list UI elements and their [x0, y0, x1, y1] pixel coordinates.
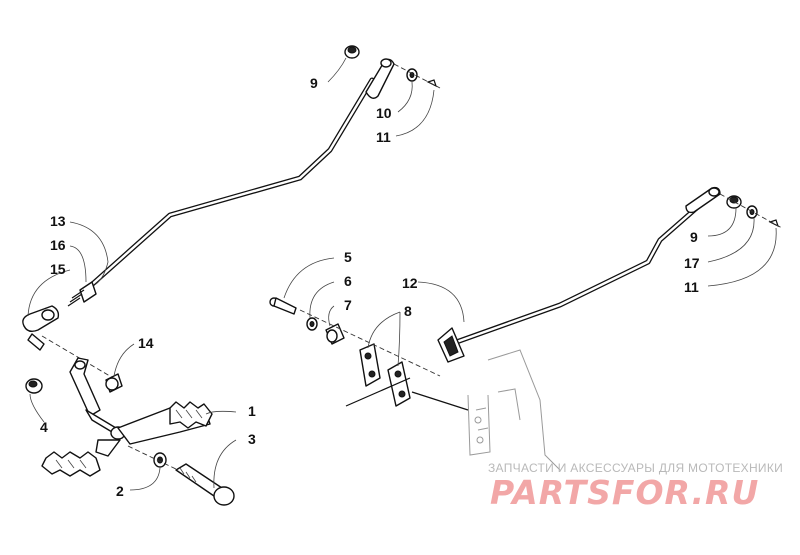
- watermark: ЗАПЧАСТИ И АКСЕССУАРЫ ДЛЯ МОТОТЕХНИКИ PA…: [488, 461, 783, 512]
- callout-7: 7: [344, 297, 352, 313]
- part-3-pivot-bolt: [175, 463, 235, 506]
- callout-15: 15: [50, 261, 66, 277]
- callouts: 9 10 11 13 16 15 14 4 1 3 2 5 6 7 8 12 9…: [40, 75, 700, 499]
- axis-line-right: [719, 193, 783, 229]
- part-14-bushing: [105, 373, 123, 393]
- left-shift-rod: [85, 77, 375, 291]
- part-4-bushing: [25, 378, 43, 394]
- part-2-washer: [153, 452, 167, 468]
- axis-line-frame: [411, 391, 469, 411]
- callout-1: 1: [248, 403, 256, 419]
- callout-8: 8: [404, 303, 412, 319]
- right-upper-rod-end: [685, 186, 721, 214]
- part-1-shift-lever: [41, 357, 213, 477]
- callout-6: 6: [344, 273, 352, 289]
- part-11-cotter-pin-upper: [426, 79, 438, 88]
- callout-9-right: 9: [690, 229, 698, 245]
- callout-11-right: 11: [684, 279, 699, 295]
- part-9-nut-upper: [344, 45, 360, 59]
- callout-4: 4: [40, 419, 48, 435]
- callout-16: 16: [50, 237, 66, 253]
- part-6-washer: [306, 317, 318, 331]
- part-15-ball-joint: [22, 305, 60, 351]
- callout-2: 2: [116, 483, 124, 499]
- part-5-bolt: [269, 297, 297, 315]
- callout-13: 13: [50, 213, 66, 229]
- callout-3: 3: [248, 431, 256, 447]
- part-11-cotter-pin-right: [768, 219, 780, 228]
- leader-lines: [27, 57, 777, 491]
- part-7-spacer: [325, 323, 345, 345]
- callout-9-upper: 9: [310, 75, 318, 91]
- part-16-adjuster: [67, 281, 97, 307]
- axis-line-mid: [299, 309, 441, 377]
- watermark-subtitle: ЗАПЧАСТИ И АКСЕССУАРЫ ДЛЯ МОТОТЕХНИКИ: [488, 461, 783, 475]
- axis-line-bolt: [127, 445, 179, 471]
- callout-12: 12: [402, 275, 418, 291]
- frame-outline: [467, 349, 561, 471]
- part-8-link-plate-a: [359, 343, 381, 387]
- left-upper-rod-end: [365, 58, 395, 99]
- watermark-logo: PARTSFOR.RU: [490, 473, 759, 512]
- axis-line-upper: [393, 63, 441, 89]
- callout-14: 14: [138, 335, 154, 351]
- callout-10: 10: [376, 105, 392, 121]
- axis-line-left: [41, 335, 121, 383]
- part-8-link-plate-b: [387, 361, 411, 407]
- axis-line-lower: [345, 377, 411, 407]
- callout-11-upper: 11: [376, 129, 391, 145]
- part-12-shift-arm: [437, 327, 465, 363]
- callout-17: 17: [684, 255, 700, 271]
- right-shift-rod: [445, 202, 703, 348]
- callout-5: 5: [344, 249, 352, 265]
